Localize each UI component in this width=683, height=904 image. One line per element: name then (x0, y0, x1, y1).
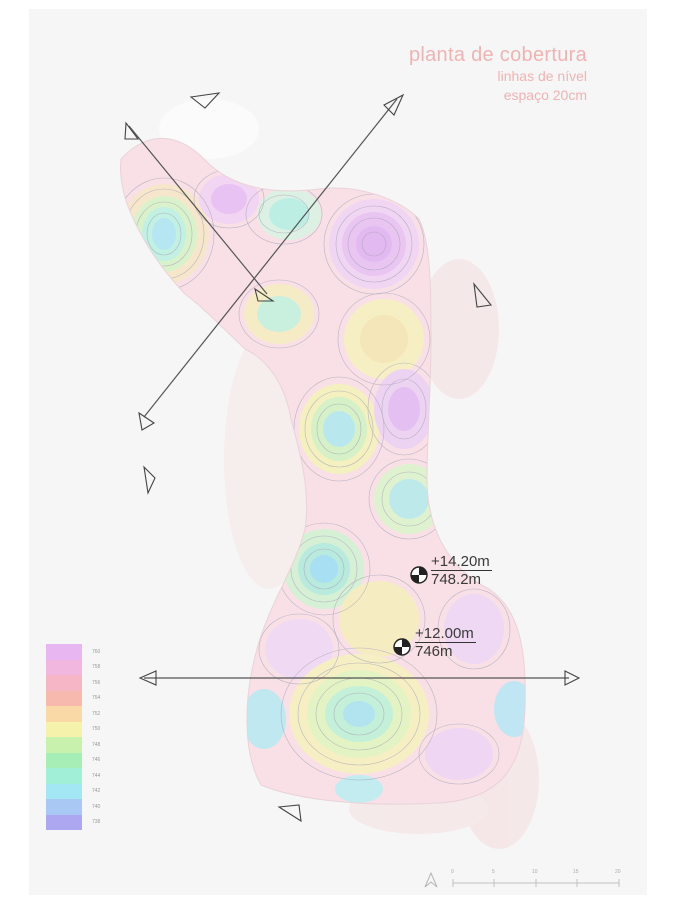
drawing-sheet: planta de cobertura linhas de nível espa… (29, 9, 647, 895)
legend-item: 750 (46, 721, 126, 737)
level-datum-icon (410, 566, 428, 584)
contour-hill (289, 654, 429, 774)
legend-swatch (46, 721, 82, 737)
legend-label: 740 (92, 803, 101, 810)
contour-hill (244, 284, 314, 344)
section-arrow-icons (124, 92, 581, 823)
section-arrow-icon (383, 93, 405, 116)
level-elevation: 748.2m (431, 571, 482, 588)
legend-item: 756 (46, 675, 126, 691)
scale-label: 0 (451, 869, 454, 875)
section-arrow-icon (473, 282, 493, 308)
legend-swatch (46, 659, 82, 675)
legend-swatch (46, 644, 82, 660)
legend-item: 760 (46, 644, 126, 660)
contour-hill (257, 188, 321, 240)
legend-label: 760 (92, 648, 101, 655)
legend-label: 758 (92, 664, 101, 671)
map-subtitle-1: linhas de nível (497, 68, 587, 84)
contour-hill (284, 529, 364, 609)
section-arrow-icon (138, 670, 157, 686)
legend-label: 746 (92, 757, 101, 764)
legend-item: 742 (46, 783, 126, 799)
legend-label: 744 (92, 772, 101, 779)
elevation-legend: 760 758 756 754 752 750 748 746 744 742 … (46, 644, 126, 830)
legend-label: 750 (92, 726, 101, 733)
legend-swatch (46, 675, 82, 691)
section-arrow-icon (564, 670, 581, 686)
section-arrow-icon (143, 465, 156, 495)
contour-hill (299, 384, 379, 474)
scale-label: 10 (532, 869, 538, 875)
contour-hill (339, 581, 419, 657)
legend-swatch (46, 737, 82, 753)
level-elevation: 746m (415, 643, 453, 660)
section-arrow-icon (277, 804, 302, 823)
contour-hill (199, 174, 259, 224)
section-arrow-icon (254, 287, 275, 302)
section-line-b (143, 98, 398, 418)
level-marker-label: +12.00m 746m (415, 625, 476, 660)
legend-swatch (46, 768, 82, 784)
contour-hill (374, 369, 434, 449)
legend-item: 746 (46, 752, 126, 768)
legend-item: 738 (46, 814, 126, 830)
level-marker-label: +14.20m 748.2m (431, 553, 492, 588)
legend-label: 756 (92, 679, 101, 686)
section-arrow-icon (189, 92, 221, 109)
roof-plan-map (120, 92, 620, 888)
scale-label: 20 (615, 869, 621, 875)
contour-hill (494, 681, 526, 737)
title-block: planta de cobertura linhas de nível espa… (409, 43, 587, 105)
legend-item: 752 (46, 706, 126, 722)
contour-hill (265, 619, 333, 679)
level-datum-icon (393, 638, 411, 656)
scale-label: 15 (573, 869, 579, 875)
legend-item: 754 (46, 690, 126, 706)
legend-item: 744 (46, 768, 126, 784)
scale-bar (452, 879, 620, 887)
scale-label: 5 (492, 869, 495, 875)
contour-hill (444, 594, 504, 664)
contour-hill (344, 299, 424, 379)
legend-swatch (46, 690, 82, 706)
legend-swatch (46, 752, 82, 768)
building-outline (120, 137, 526, 805)
section-arrow-icon (138, 411, 156, 431)
legend-swatch (46, 706, 82, 722)
level-height: +14.20m (431, 553, 492, 571)
level-height: +12.00m (415, 625, 476, 643)
legend-label: 742 (92, 788, 101, 795)
legend-label: 752 (92, 710, 101, 717)
legend-item: 758 (46, 659, 126, 675)
legend-label: 748 (92, 741, 101, 748)
legend-item: 748 (46, 737, 126, 753)
section-arrow-icon (124, 121, 140, 140)
legend-swatch (46, 783, 82, 799)
roof-contour-field (120, 138, 526, 805)
north-arrow-icon (424, 871, 438, 888)
contour-hill (374, 464, 444, 534)
legend-swatch (46, 814, 82, 830)
section-line-a (128, 125, 268, 295)
legend-label: 738 (92, 819, 101, 826)
map-subtitle-2: espaço 20cm (503, 87, 587, 103)
contour-hill (335, 775, 383, 803)
legend-swatch (46, 799, 82, 815)
map-title: planta de cobertura (408, 44, 587, 66)
contour-hill (242, 689, 286, 749)
legend-label: 754 (92, 695, 101, 702)
section-lines (128, 98, 569, 679)
contour-hill (425, 728, 493, 780)
legend-item: 740 (46, 799, 126, 815)
contour-hill (329, 199, 419, 289)
